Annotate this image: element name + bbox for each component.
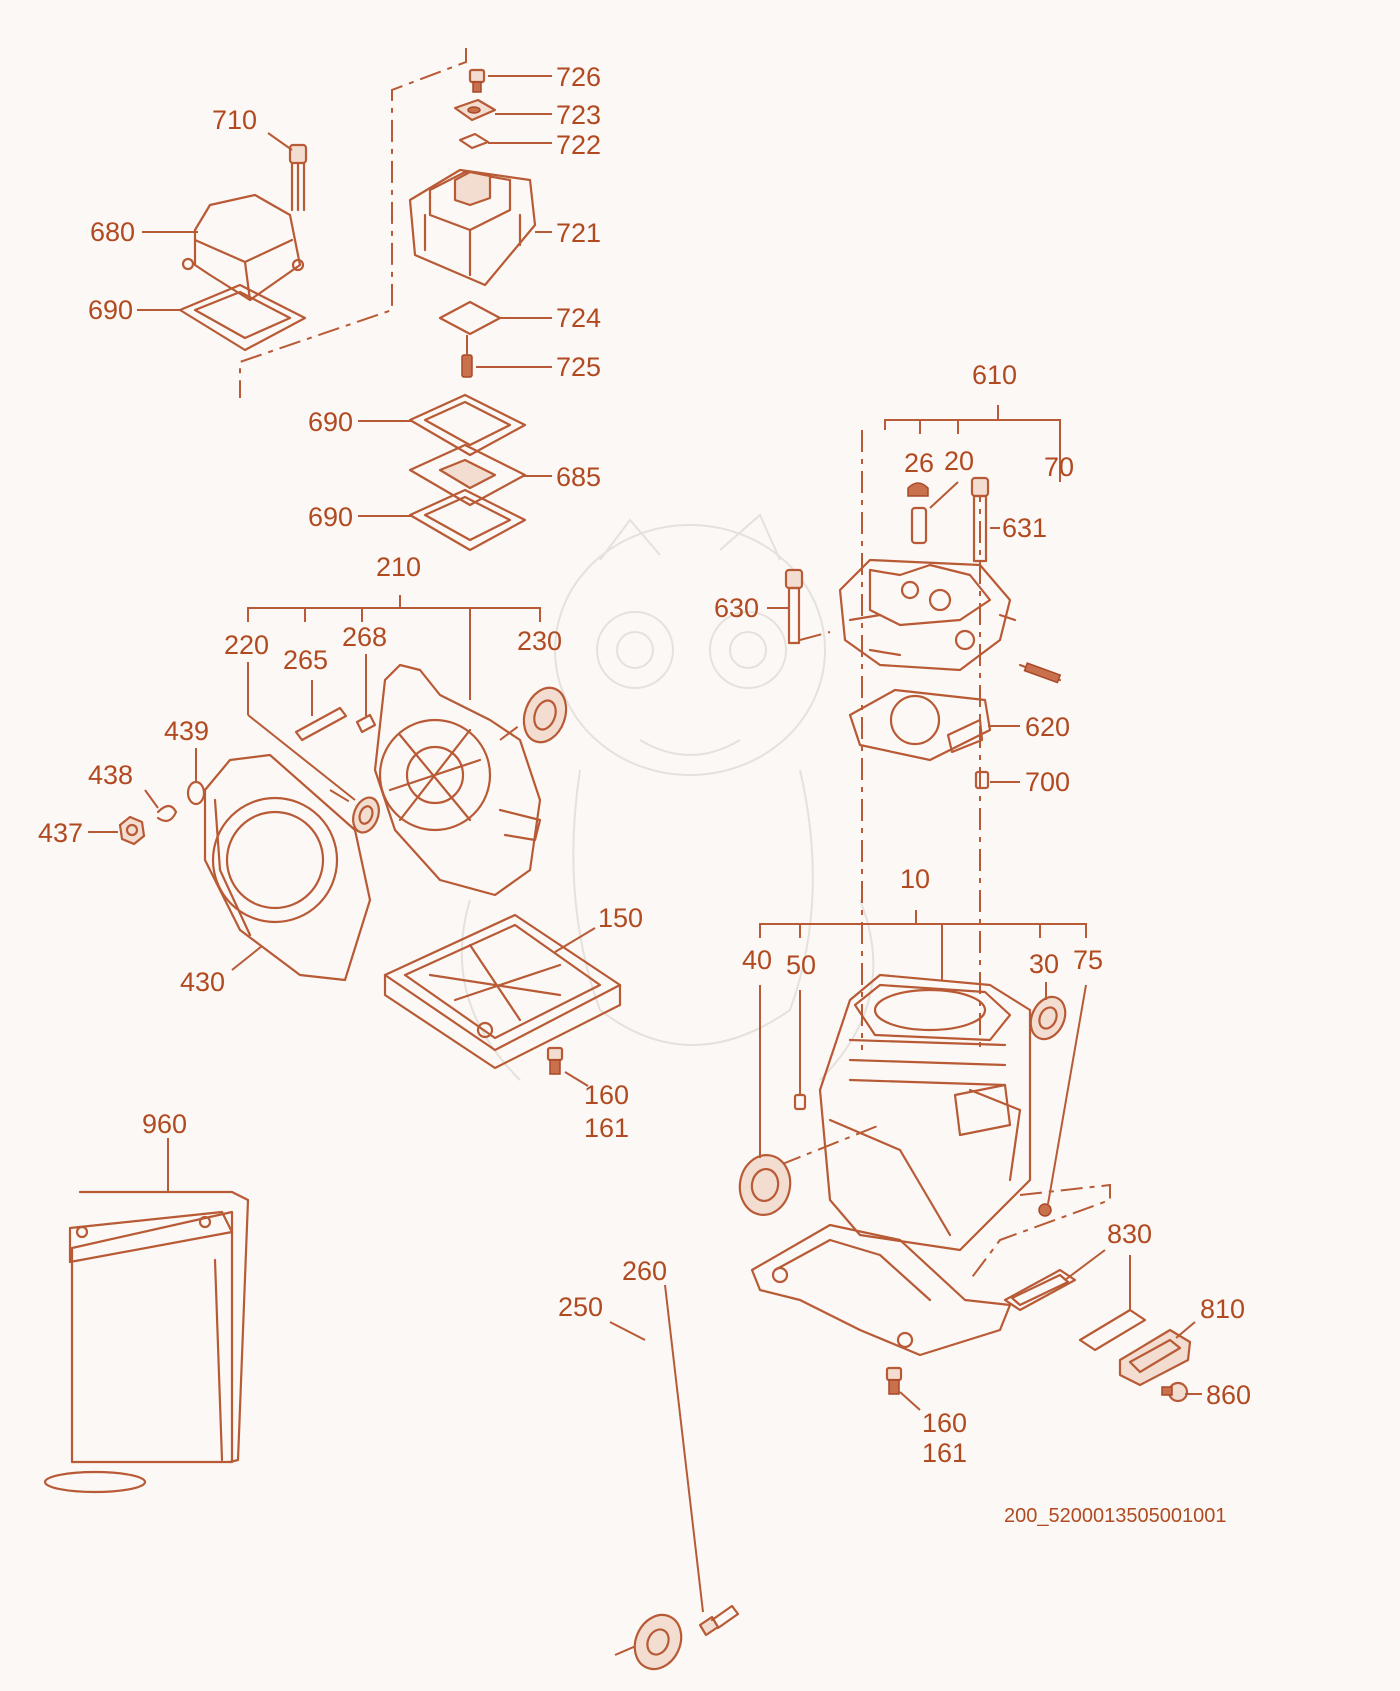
part-40-seal — [738, 1154, 792, 1216]
part-960-kit — [43, 1190, 250, 1494]
part-830-gasket-a — [1003, 1268, 1077, 1312]
part-630-bolt — [784, 568, 804, 645]
part-725-valve — [461, 335, 473, 378]
label-690-upper: 690 — [308, 407, 353, 437]
label-20: 20 — [944, 446, 974, 476]
part-250-pulley — [633, 1613, 683, 1671]
label-631: 631 — [1002, 513, 1047, 543]
part-30-seal — [1029, 995, 1067, 1041]
label-260: 260 — [622, 1256, 667, 1286]
label-721: 721 — [556, 218, 601, 248]
part-220-crankcase-half — [373, 663, 542, 897]
part-439-washer — [186, 780, 206, 806]
label-438: 438 — [88, 760, 133, 790]
label-40: 40 — [742, 945, 772, 975]
part-810-cover — [1118, 1328, 1192, 1387]
part-265-dowel — [294, 706, 348, 742]
part-700-pin — [974, 770, 990, 790]
part-620-head-gasket — [848, 688, 992, 762]
label-620: 620 — [1025, 712, 1070, 742]
part-430-housing — [203, 753, 372, 982]
label-268: 268 — [342, 622, 387, 652]
label-860: 860 — [1206, 1380, 1251, 1410]
label-726: 726 — [556, 62, 601, 92]
part-438-clip — [156, 804, 178, 822]
part-437-nut — [118, 815, 146, 846]
label-30: 30 — [1029, 949, 1059, 979]
label-10: 10 — [900, 864, 930, 894]
label-439: 439 — [164, 716, 209, 746]
diagram-code: 200_5200013505001001 — [1004, 1505, 1226, 1527]
label-150: 150 — [598, 903, 643, 933]
label-630: 630 — [714, 593, 759, 623]
label-690-lower: 690 — [308, 502, 353, 532]
part-723-plate — [453, 98, 497, 122]
alignment-lines — [239, 48, 1111, 1656]
label-680: 680 — [90, 217, 135, 247]
label-725: 725 — [556, 352, 601, 382]
part-710-bolt — [288, 143, 308, 212]
part-860-screw — [1161, 1381, 1189, 1403]
part-75-plug — [1038, 1203, 1052, 1217]
part-26-cap — [907, 482, 929, 497]
label-722: 722 — [556, 130, 601, 160]
label-430: 430 — [180, 967, 225, 997]
part-690-top-gasket — [178, 283, 307, 352]
part-610-cylinder-head — [838, 558, 1062, 684]
label-75: 75 — [1073, 945, 1103, 975]
label-690-top-left: 690 — [88, 295, 133, 325]
part-150-base-plate — [383, 913, 622, 1070]
part-230-seal — [522, 686, 568, 744]
label-265: 265 — [283, 645, 328, 675]
label-437: 437 — [38, 818, 83, 848]
label-50: 50 — [786, 950, 816, 980]
watermark-illustration — [460, 513, 875, 1081]
label-685: 685 — [556, 462, 601, 492]
label-810: 810 — [1200, 1294, 1245, 1324]
label-70: 70 — [1044, 452, 1074, 482]
label-160-left: 160 — [584, 1080, 629, 1110]
part-10-crankcase — [818, 973, 1032, 1252]
label-830: 830 — [1107, 1219, 1152, 1249]
leader-lines — [88, 75, 1202, 1613]
label-230: 230 — [517, 626, 562, 656]
part-690-gasket-upper — [408, 393, 527, 457]
label-160-bottom: 160 — [922, 1408, 967, 1438]
part-690-gasket-lower — [408, 488, 527, 552]
part-160-bolt-left — [546, 1046, 564, 1075]
part-crankcase-base — [750, 1223, 1012, 1357]
part-268-pin — [355, 713, 377, 734]
label-26: 26 — [904, 448, 934, 478]
part-724-gasket — [438, 300, 502, 336]
part-20-pin — [910, 506, 928, 545]
label-250: 250 — [558, 1292, 603, 1322]
part-726-screw — [468, 68, 486, 93]
label-724: 724 — [556, 303, 601, 333]
part-722-washer — [458, 132, 490, 150]
label-220: 220 — [224, 630, 269, 660]
part-631-stud — [970, 476, 990, 563]
label-723: 723 — [556, 100, 601, 130]
label-960: 960 — [142, 1109, 187, 1139]
label-710: 710 — [212, 105, 257, 135]
label-161-left: 161 — [584, 1113, 629, 1143]
part-seal-small — [352, 796, 380, 834]
label-610: 610 — [972, 360, 1017, 390]
part-160-bolt-bottom — [885, 1366, 903, 1395]
part-680-cover — [181, 193, 305, 302]
label-700: 700 — [1025, 767, 1070, 797]
label-210: 210 — [376, 552, 421, 582]
part-260-bolt — [698, 1604, 740, 1637]
part-721-valve-housing — [408, 168, 537, 287]
part-830-gasket-b — [1078, 1308, 1147, 1352]
part-50-pin — [793, 1093, 807, 1111]
label-161-bottom: 161 — [922, 1438, 967, 1468]
part-labels: 726 723 722 710 721 680 690 724 725 690 … — [38, 62, 1251, 1468]
